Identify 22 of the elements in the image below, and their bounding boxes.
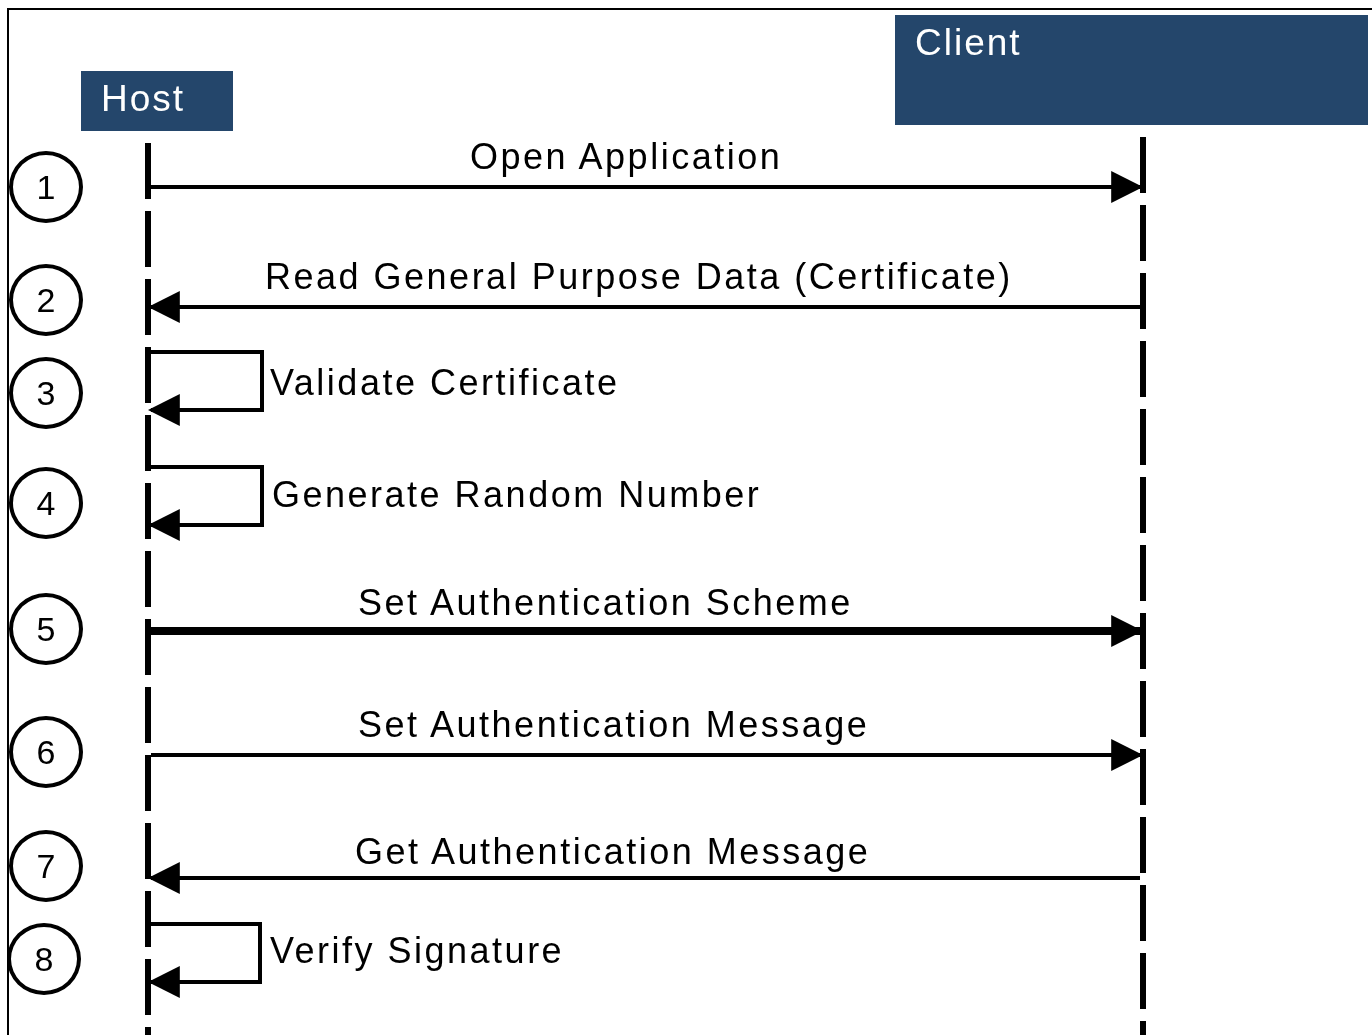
message-label: Read General Purpose Data (Certificate) bbox=[265, 257, 1013, 297]
message-label: Verify Signature bbox=[270, 931, 565, 971]
step-number-circle: 2 bbox=[9, 264, 83, 336]
step-number-circle: 7 bbox=[9, 830, 83, 902]
header-box: Client bbox=[895, 15, 1368, 125]
message-label: Open Application bbox=[470, 137, 783, 177]
message-arrow bbox=[147, 862, 1140, 894]
lifeline bbox=[1140, 137, 1146, 1035]
lifeline bbox=[145, 143, 151, 1035]
step-number-circle: 6 bbox=[9, 716, 83, 788]
step-number-circle: 1 bbox=[9, 151, 83, 223]
step-number-circle: 3 bbox=[9, 357, 83, 429]
step-number-circle: 4 bbox=[9, 467, 83, 539]
message-label: Set Authentication Scheme bbox=[358, 583, 853, 623]
step-number-circle: 5 bbox=[9, 593, 83, 665]
message-label: Get Authentication Message bbox=[355, 832, 871, 872]
message-label: Validate Certificate bbox=[270, 363, 620, 403]
header-box: Host bbox=[81, 71, 233, 131]
message-label: Set Authentication Message bbox=[358, 705, 870, 745]
self-message-arrow bbox=[147, 350, 264, 426]
message-label: Generate Random Number bbox=[272, 475, 762, 515]
step-number-circle: 8 bbox=[7, 923, 81, 995]
